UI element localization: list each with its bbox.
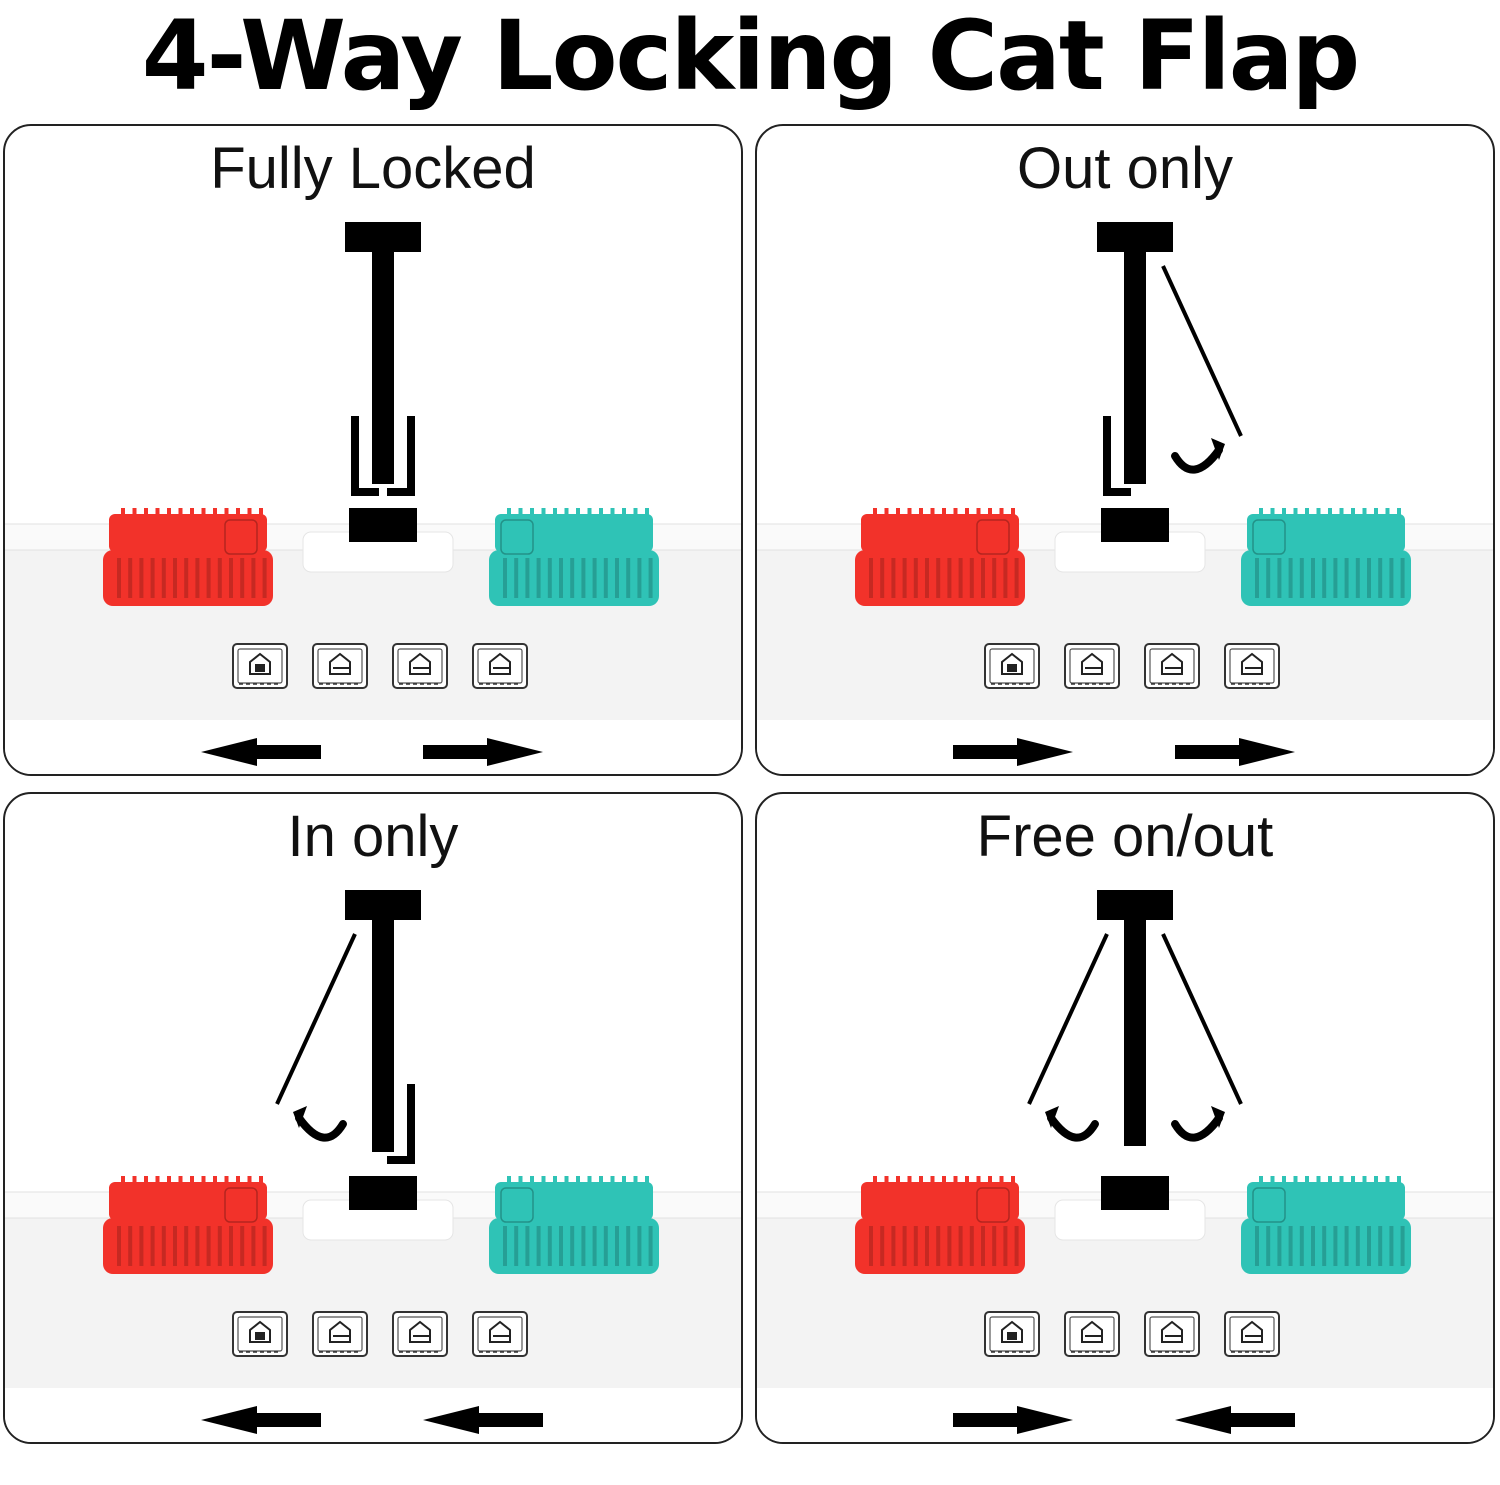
- swung-flap-line: [1027, 933, 1109, 1105]
- cat-flap-illustration: [757, 222, 1493, 774]
- slider-knob[interactable]: [500, 1187, 534, 1223]
- swung-flap-line: [275, 933, 357, 1105]
- swung-flap-line: [1161, 265, 1243, 437]
- direction-arrow-right-icon: [1175, 738, 1295, 766]
- direction-arrow-left-icon: [201, 1406, 321, 1434]
- flap-base: [349, 508, 417, 542]
- flap-base: [349, 1176, 417, 1210]
- direction-arrow-left-icon: [1175, 1406, 1295, 1434]
- slider-knob[interactable]: [976, 1187, 1010, 1223]
- exit-icon: [312, 1311, 368, 1357]
- slider-knob[interactable]: [224, 1187, 258, 1223]
- cat-flap-illustration: [5, 890, 741, 1442]
- slider-knob[interactable]: [224, 519, 258, 555]
- panel-label: Fully Locked: [210, 136, 536, 201]
- panel-label: In only: [287, 804, 459, 869]
- flap-top: [1097, 222, 1173, 252]
- flap-pivot: [372, 920, 394, 1152]
- panel-label: Free on/out: [976, 804, 1274, 869]
- flap-base: [1101, 508, 1169, 542]
- exit-icon: [1064, 1311, 1120, 1357]
- enter-icon: [392, 1311, 448, 1357]
- flap-pivot: [1124, 252, 1146, 484]
- swung-flap-line: [1161, 933, 1243, 1105]
- panel-fully-locked: Fully Locked: [3, 124, 743, 776]
- flap-top: [345, 222, 421, 252]
- lock-icon: [984, 1311, 1040, 1357]
- flap-base: [1101, 1176, 1169, 1210]
- cat-flap-illustration: [5, 222, 741, 774]
- two-way-icon: [472, 643, 528, 689]
- direction-arrow-left-icon: [423, 1406, 543, 1434]
- teal-slider[interactable]: [1241, 508, 1411, 606]
- direction-arrow-left-icon: [201, 738, 321, 766]
- cat-flap-illustration: [757, 890, 1493, 1442]
- direction-arrow-right-icon: [953, 738, 1073, 766]
- slider-knob[interactable]: [500, 519, 534, 555]
- panel-label: Out only: [1017, 136, 1233, 201]
- panel-out-only: Out only: [755, 124, 1495, 776]
- lock-icon: [232, 1311, 288, 1357]
- exit-icon: [1064, 643, 1120, 689]
- teal-slider[interactable]: [1241, 1176, 1411, 1274]
- swing-arrow-icon: [1171, 1106, 1225, 1142]
- slider-knob[interactable]: [976, 519, 1010, 555]
- flap-top: [1097, 890, 1173, 920]
- flap-pivot: [372, 252, 394, 484]
- enter-icon: [1144, 643, 1200, 689]
- lock-icon: [232, 643, 288, 689]
- red-slider[interactable]: [103, 508, 273, 606]
- swing-arrow-icon: [1045, 1106, 1099, 1142]
- enter-icon: [392, 643, 448, 689]
- red-slider[interactable]: [855, 508, 1025, 606]
- direction-arrow-right-icon: [953, 1406, 1073, 1434]
- red-slider[interactable]: [103, 1176, 273, 1274]
- panel-in-only: In only: [3, 792, 743, 1444]
- panel-free-on-out: Free on/out: [755, 792, 1495, 1444]
- slider-knob[interactable]: [1252, 519, 1286, 555]
- red-slider[interactable]: [855, 1176, 1025, 1274]
- flap-pivot: [1124, 920, 1146, 1146]
- slider-knob[interactable]: [1252, 1187, 1286, 1223]
- two-way-icon: [1224, 1311, 1280, 1357]
- direction-arrow-right-icon: [423, 738, 543, 766]
- exit-icon: [312, 643, 368, 689]
- swing-arrow-icon: [1171, 438, 1225, 474]
- teal-slider[interactable]: [489, 1176, 659, 1274]
- page-title: 4-Way Locking Cat Flap: [141, 0, 1360, 112]
- flap-top: [345, 890, 421, 920]
- two-way-icon: [1224, 643, 1280, 689]
- lock-icon: [984, 643, 1040, 689]
- swing-arrow-icon: [293, 1106, 347, 1142]
- teal-slider[interactable]: [489, 508, 659, 606]
- enter-icon: [1144, 1311, 1200, 1357]
- two-way-icon: [472, 1311, 528, 1357]
